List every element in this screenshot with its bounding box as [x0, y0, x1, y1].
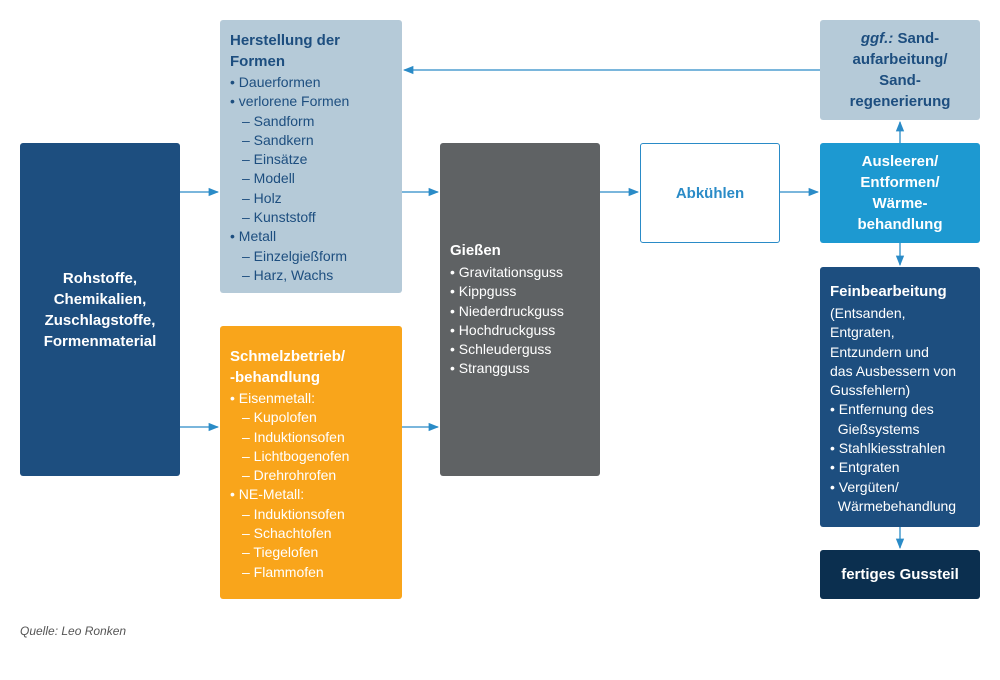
sand-line-2: aufarbeitung/: [852, 51, 948, 68]
abkuehlen-label: Abkühlen: [675, 184, 745, 202]
schmelz-item: – Schachtofen: [242, 525, 332, 542]
ausleeren-line: Entformen/: [860, 174, 940, 191]
fein-item: • Vergüten/: [830, 478, 899, 495]
fein-item: Wärmebehandlung: [830, 497, 957, 514]
rohstoffe-line: Zuschlagstoffe,: [44, 311, 156, 329]
schmelz-item: • Eisenmetall:: [230, 390, 316, 406]
formen-box: Herstellung der Formen • Dauerformen • v…: [220, 20, 402, 293]
fein-item: Gießsystems: [830, 420, 920, 437]
sand-line-1: ggf.: Sand-: [861, 28, 939, 49]
fein-title: Feinbearbeitung: [830, 283, 947, 300]
formen-item: – Einsätze: [242, 151, 308, 168]
sand-line-3: Sand-: [879, 72, 921, 89]
schmelz-box: Schmelzbetrieb/ -behandlung • Eisenmetal…: [220, 326, 402, 599]
sand-prefix: ggf.:: [860, 30, 894, 47]
rohstoffe-line: Formenmaterial: [43, 332, 157, 350]
ausleeren-line: Wärme-: [872, 195, 928, 212]
sand-line1: Sand-: [893, 30, 940, 47]
sand-line-4: regenerierung: [849, 93, 951, 110]
schmelz-item: – Induktionsofen: [242, 505, 345, 522]
formen-item: – Holz: [242, 189, 282, 206]
formen-item: – Sandform: [242, 112, 315, 129]
formen-item: – Kunststoff: [242, 209, 316, 226]
abkuehlen-box: Abkühlen: [640, 143, 780, 243]
formen-item: – Einzelgießform: [242, 247, 348, 264]
formen-item: • verlorene Formen: [230, 93, 350, 110]
giessen-item: • Niederdruckguss: [450, 302, 564, 319]
formen-item: – Sandkern: [242, 131, 314, 148]
formen-item: – Modell: [242, 170, 295, 187]
ausleeren-line: behandlung: [857, 216, 943, 233]
giessen-item: • Gravitationsguss: [450, 264, 564, 280]
schmelz-item: – Flammofen: [242, 563, 324, 580]
fein-item: Entzundern und: [830, 343, 929, 360]
fein-item: das Ausbessern von: [830, 362, 957, 379]
fein-box: Feinbearbeitung (Entsanden, Entgraten, E…: [820, 267, 980, 527]
fein-item: (Entsanden,: [830, 305, 906, 321]
giessen-item: • Schleuderguss: [450, 341, 552, 358]
schmelz-title: -behandlung: [230, 369, 320, 386]
schmelz-item: • NE-Metall:: [230, 486, 305, 503]
schmelz-item: – Lichtbogenofen: [242, 447, 350, 464]
schmelz-item: – Drehrohrofen: [242, 467, 337, 484]
source-caption: Quelle: Leo Ronken: [20, 624, 127, 638]
schmelz-title: Schmelzbetrieb/: [230, 348, 346, 365]
fein-item: • Entgraten: [830, 459, 900, 476]
fein-item: Entgraten,: [830, 324, 895, 341]
formen-title: Formen: [230, 53, 286, 70]
rohstoffe-line: Chemikalien,: [53, 290, 147, 308]
fertig-box: fertiges Gussteil: [820, 550, 980, 599]
giessen-title: Gießen: [450, 242, 501, 259]
fein-item: Gussfehlern): [830, 382, 911, 399]
schmelz-item: – Induktionsofen: [242, 428, 345, 445]
rohstoffe-box: Rohstoffe, Chemikalien, Zuschlagstoffe, …: [20, 143, 180, 476]
ausleeren-line: Ausleeren/: [861, 153, 939, 170]
formen-title: Herstellung der: [230, 32, 341, 49]
giessen-box: Gießen • Gravitationsguss • Kippguss • N…: [440, 143, 600, 476]
rohstoffe-line: Rohstoffe,: [62, 269, 138, 287]
sand-box: ggf.: Sand- aufarbeitung/ Sand- regeneri…: [820, 20, 980, 120]
giessen-item: • Kippguss: [450, 283, 517, 300]
fertig-label: fertiges Gussteil: [841, 566, 959, 583]
schmelz-item: – Tiegelofen: [242, 544, 319, 561]
giessen-item: • Strangguss: [450, 360, 530, 377]
ausleeren-box: Ausleeren/ Entformen/ Wärme- behandlung: [820, 143, 980, 243]
schmelz-item: – Kupolofen: [242, 409, 317, 426]
formen-item: – Harz, Wachs: [242, 266, 334, 283]
fein-item: • Entfernung des: [830, 401, 934, 418]
formen-item: • Dauerformen: [230, 74, 321, 90]
fein-item: • Stahlkiesstrahlen: [830, 440, 946, 457]
giessen-item: • Hochdruckguss: [450, 321, 556, 338]
formen-item: • Metall: [230, 228, 277, 245]
